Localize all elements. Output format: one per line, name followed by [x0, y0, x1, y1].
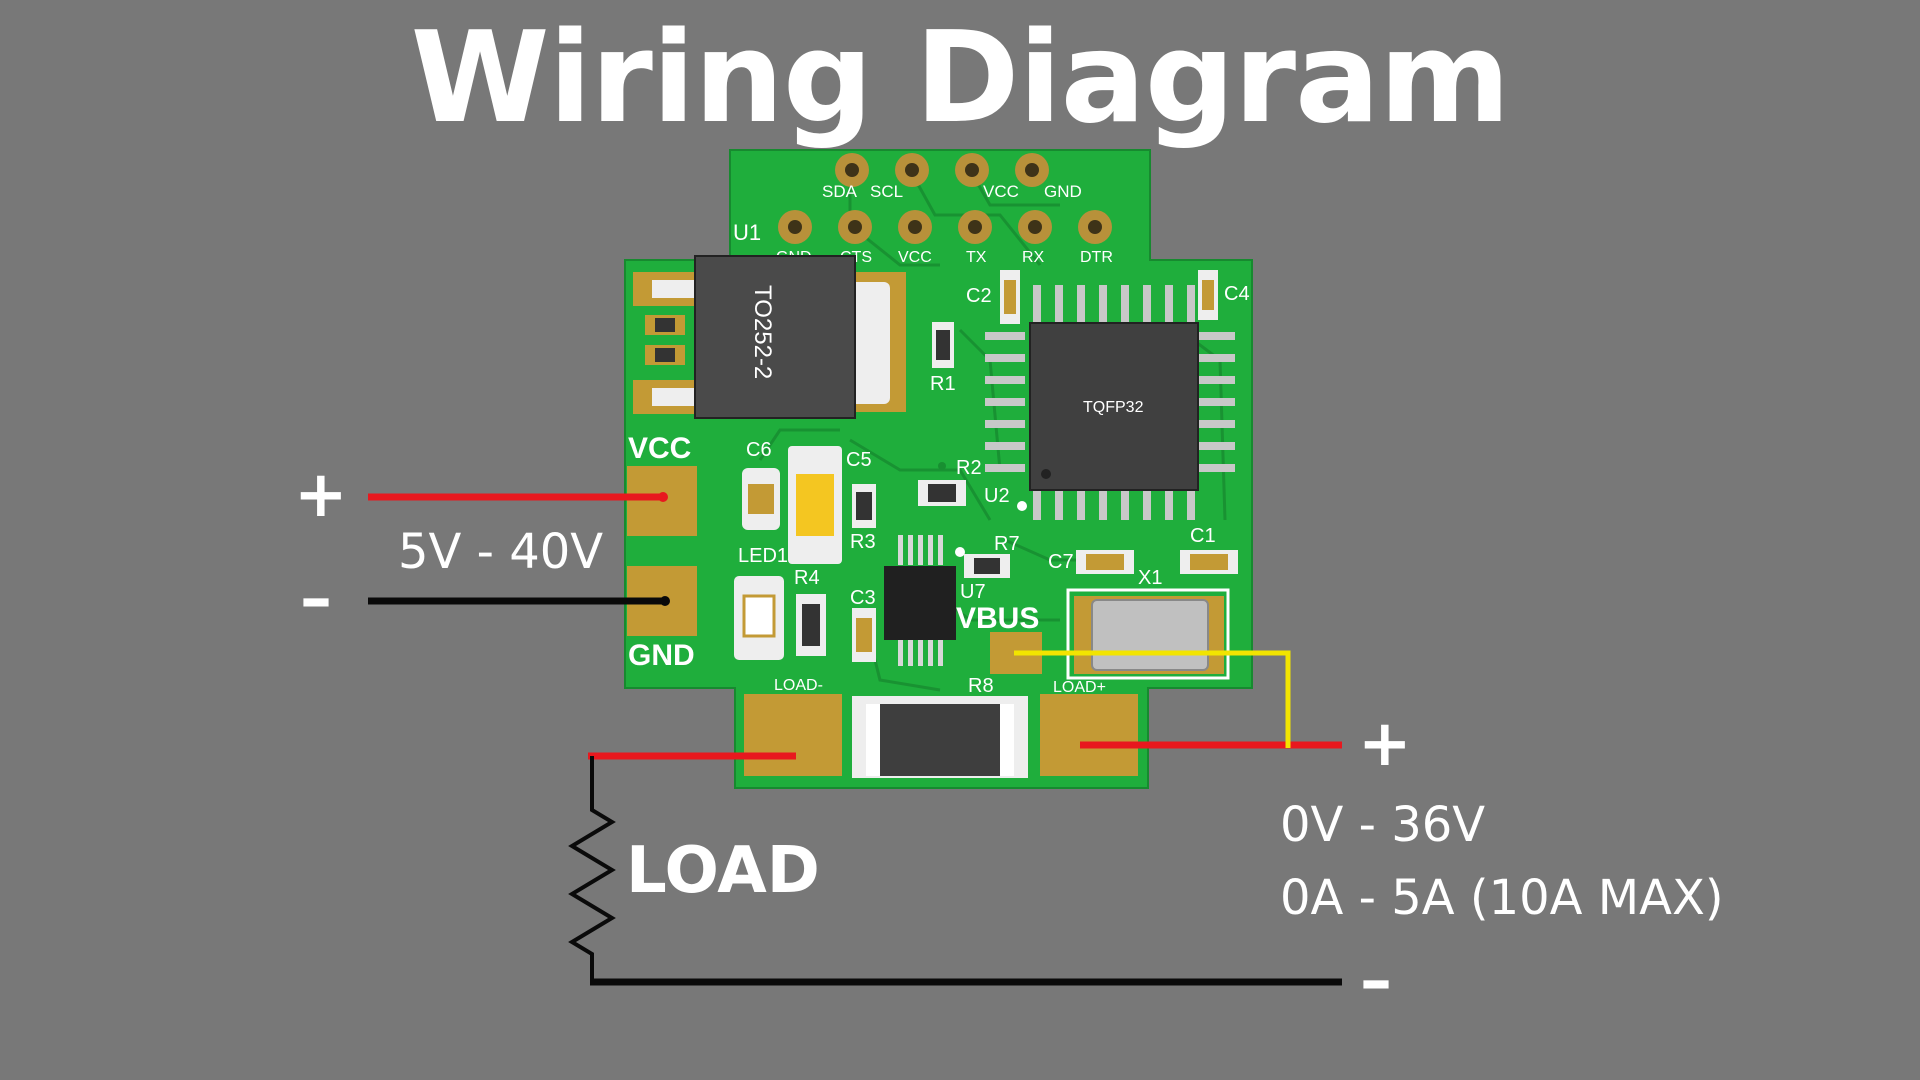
ref-r2: R2 — [956, 457, 982, 479]
output-minus-sign: – — [1360, 944, 1392, 1018]
output-current-range: 0A - 5A (10A MAX) — [1280, 870, 1724, 926]
pad-vcc-label: VCC — [628, 432, 691, 465]
page-title: Wiring Diagram — [410, 4, 1511, 151]
ref-c3: C3 — [850, 587, 876, 609]
ref-u2: U2 — [984, 485, 1010, 507]
ref-c6: C6 — [746, 439, 772, 461]
ref-r7: R7 — [994, 533, 1020, 555]
ref-x1: X1 — [1138, 567, 1162, 589]
pad-load-minus-label: LOAD- — [774, 677, 823, 694]
load-resistor-icon — [568, 756, 616, 982]
ref-c5: C5 — [846, 449, 872, 471]
mcu-label: TQFP32 — [1083, 399, 1144, 416]
header-bottom-label: VCC — [898, 249, 932, 266]
mcu-tqfp32: TQFP32 — [985, 285, 1235, 520]
ref-r3: R3 — [850, 531, 876, 553]
header-top-label: SCL — [870, 182, 903, 201]
wires — [368, 492, 1342, 986]
pad-gnd-label: GND — [628, 639, 695, 672]
header-bottom-label: TX — [966, 249, 987, 266]
output-plus-sign: + — [1358, 707, 1412, 781]
pad-vbus-label: VBUS — [956, 602, 1039, 635]
labels: + – 5V - 40V + – 0V - 36V 0A - 5A (10A M… — [294, 458, 1724, 1018]
supply-plus-sign: + — [294, 458, 348, 532]
supply-minus-sign: – — [300, 562, 332, 636]
regulator-to252: TO252-2 — [633, 255, 906, 419]
ref-c1: C1 — [1190, 525, 1216, 547]
smd-components — [734, 270, 1238, 680]
header-u1: U1 GND CTS VCC TX RX DTR — [733, 210, 1113, 266]
ref-r1: R1 — [930, 373, 956, 395]
ref-u7: U7 — [960, 581, 986, 603]
ref-u1: U1 — [733, 220, 761, 245]
vbus-sense-wire — [1014, 650, 1291, 748]
header-bottom-label: RX — [1022, 249, 1045, 266]
pcb-board: SDA SCL VCC GND U1 GND CTS VCC TX RX DTR — [624, 149, 1253, 789]
load-pads: LOAD- LOAD+ — [744, 677, 1138, 778]
ref-designators: C2 C4 R1 C6 C5 R2 U2 R3 LED1 R7 C7 C1 R4… — [738, 283, 1250, 697]
header-top-label: SDA — [822, 182, 858, 201]
ref-r4: R4 — [794, 567, 820, 589]
header-top: SDA SCL VCC GND — [822, 153, 1082, 201]
header-top-label: GND — [1044, 182, 1082, 201]
ref-c2: C2 — [966, 285, 992, 307]
load-label: LOAD — [626, 834, 820, 908]
ref-r8: R8 — [968, 675, 994, 697]
supply-voltage-range: 5V - 40V — [398, 524, 603, 580]
ref-c7: C7 — [1048, 551, 1074, 573]
header-bottom-label: DTR — [1080, 249, 1113, 266]
regulator-label: TO252-2 — [749, 285, 776, 379]
ref-led1: LED1 — [738, 545, 788, 567]
header-top-label: VCC — [983, 182, 1019, 201]
pad-load-plus-label: LOAD+ — [1053, 679, 1106, 696]
output-voltage-range: 0V - 36V — [1280, 797, 1485, 853]
ref-c4: C4 — [1224, 283, 1250, 305]
